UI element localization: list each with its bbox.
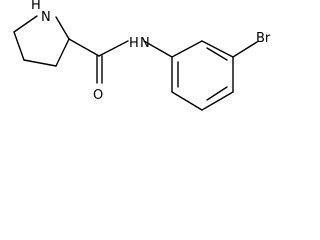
ring-bond-5 [13, 15, 38, 33]
ring-nitrogen-label: N [41, 10, 51, 25]
pyrrolidine-ring [13, 15, 70, 67]
amide-nitrogen-to-aryl-bond [143, 40, 173, 58]
ring-bond-4 [55, 16, 70, 40]
chemical-structure-canvas: H N H N O Br [13, 0, 271, 111]
bromine-label: Br [256, 31, 271, 46]
ring-to-carbonyl-bond [68, 38, 100, 57]
aryl-bond-4 [201, 91, 234, 111]
carbonyl-oxygen-label: O [93, 88, 103, 103]
chemical-structure-svg: H N H N O Br [13, 0, 271, 111]
atom-labels: H N H N O Br [31, 0, 271, 103]
carbonyl-to-amide-nitrogen-bond [98, 40, 129, 57]
ring-bond-3 [55, 38, 70, 67]
aryl-bond-5 [171, 91, 203, 111]
amide-linker [68, 38, 173, 84]
aryl-inner-double-bond-bottom-right [206, 86, 228, 101]
amide-nitrogen-label: N [140, 36, 150, 51]
amide-nitrogen-h-label: H [129, 36, 139, 51]
aryl-inner-double-bond-top-right [206, 47, 228, 61]
aryl-bond-1 [171, 40, 203, 58]
ring-nitrogen-h-label: H [31, 0, 41, 13]
bromophenyl-ring [171, 40, 258, 111]
ring-bond-1 [13, 31, 25, 61]
aryl-bond-2 [201, 40, 234, 58]
ring-bond-2 [23, 59, 57, 67]
aryl-to-bromine-bond [232, 41, 258, 58]
